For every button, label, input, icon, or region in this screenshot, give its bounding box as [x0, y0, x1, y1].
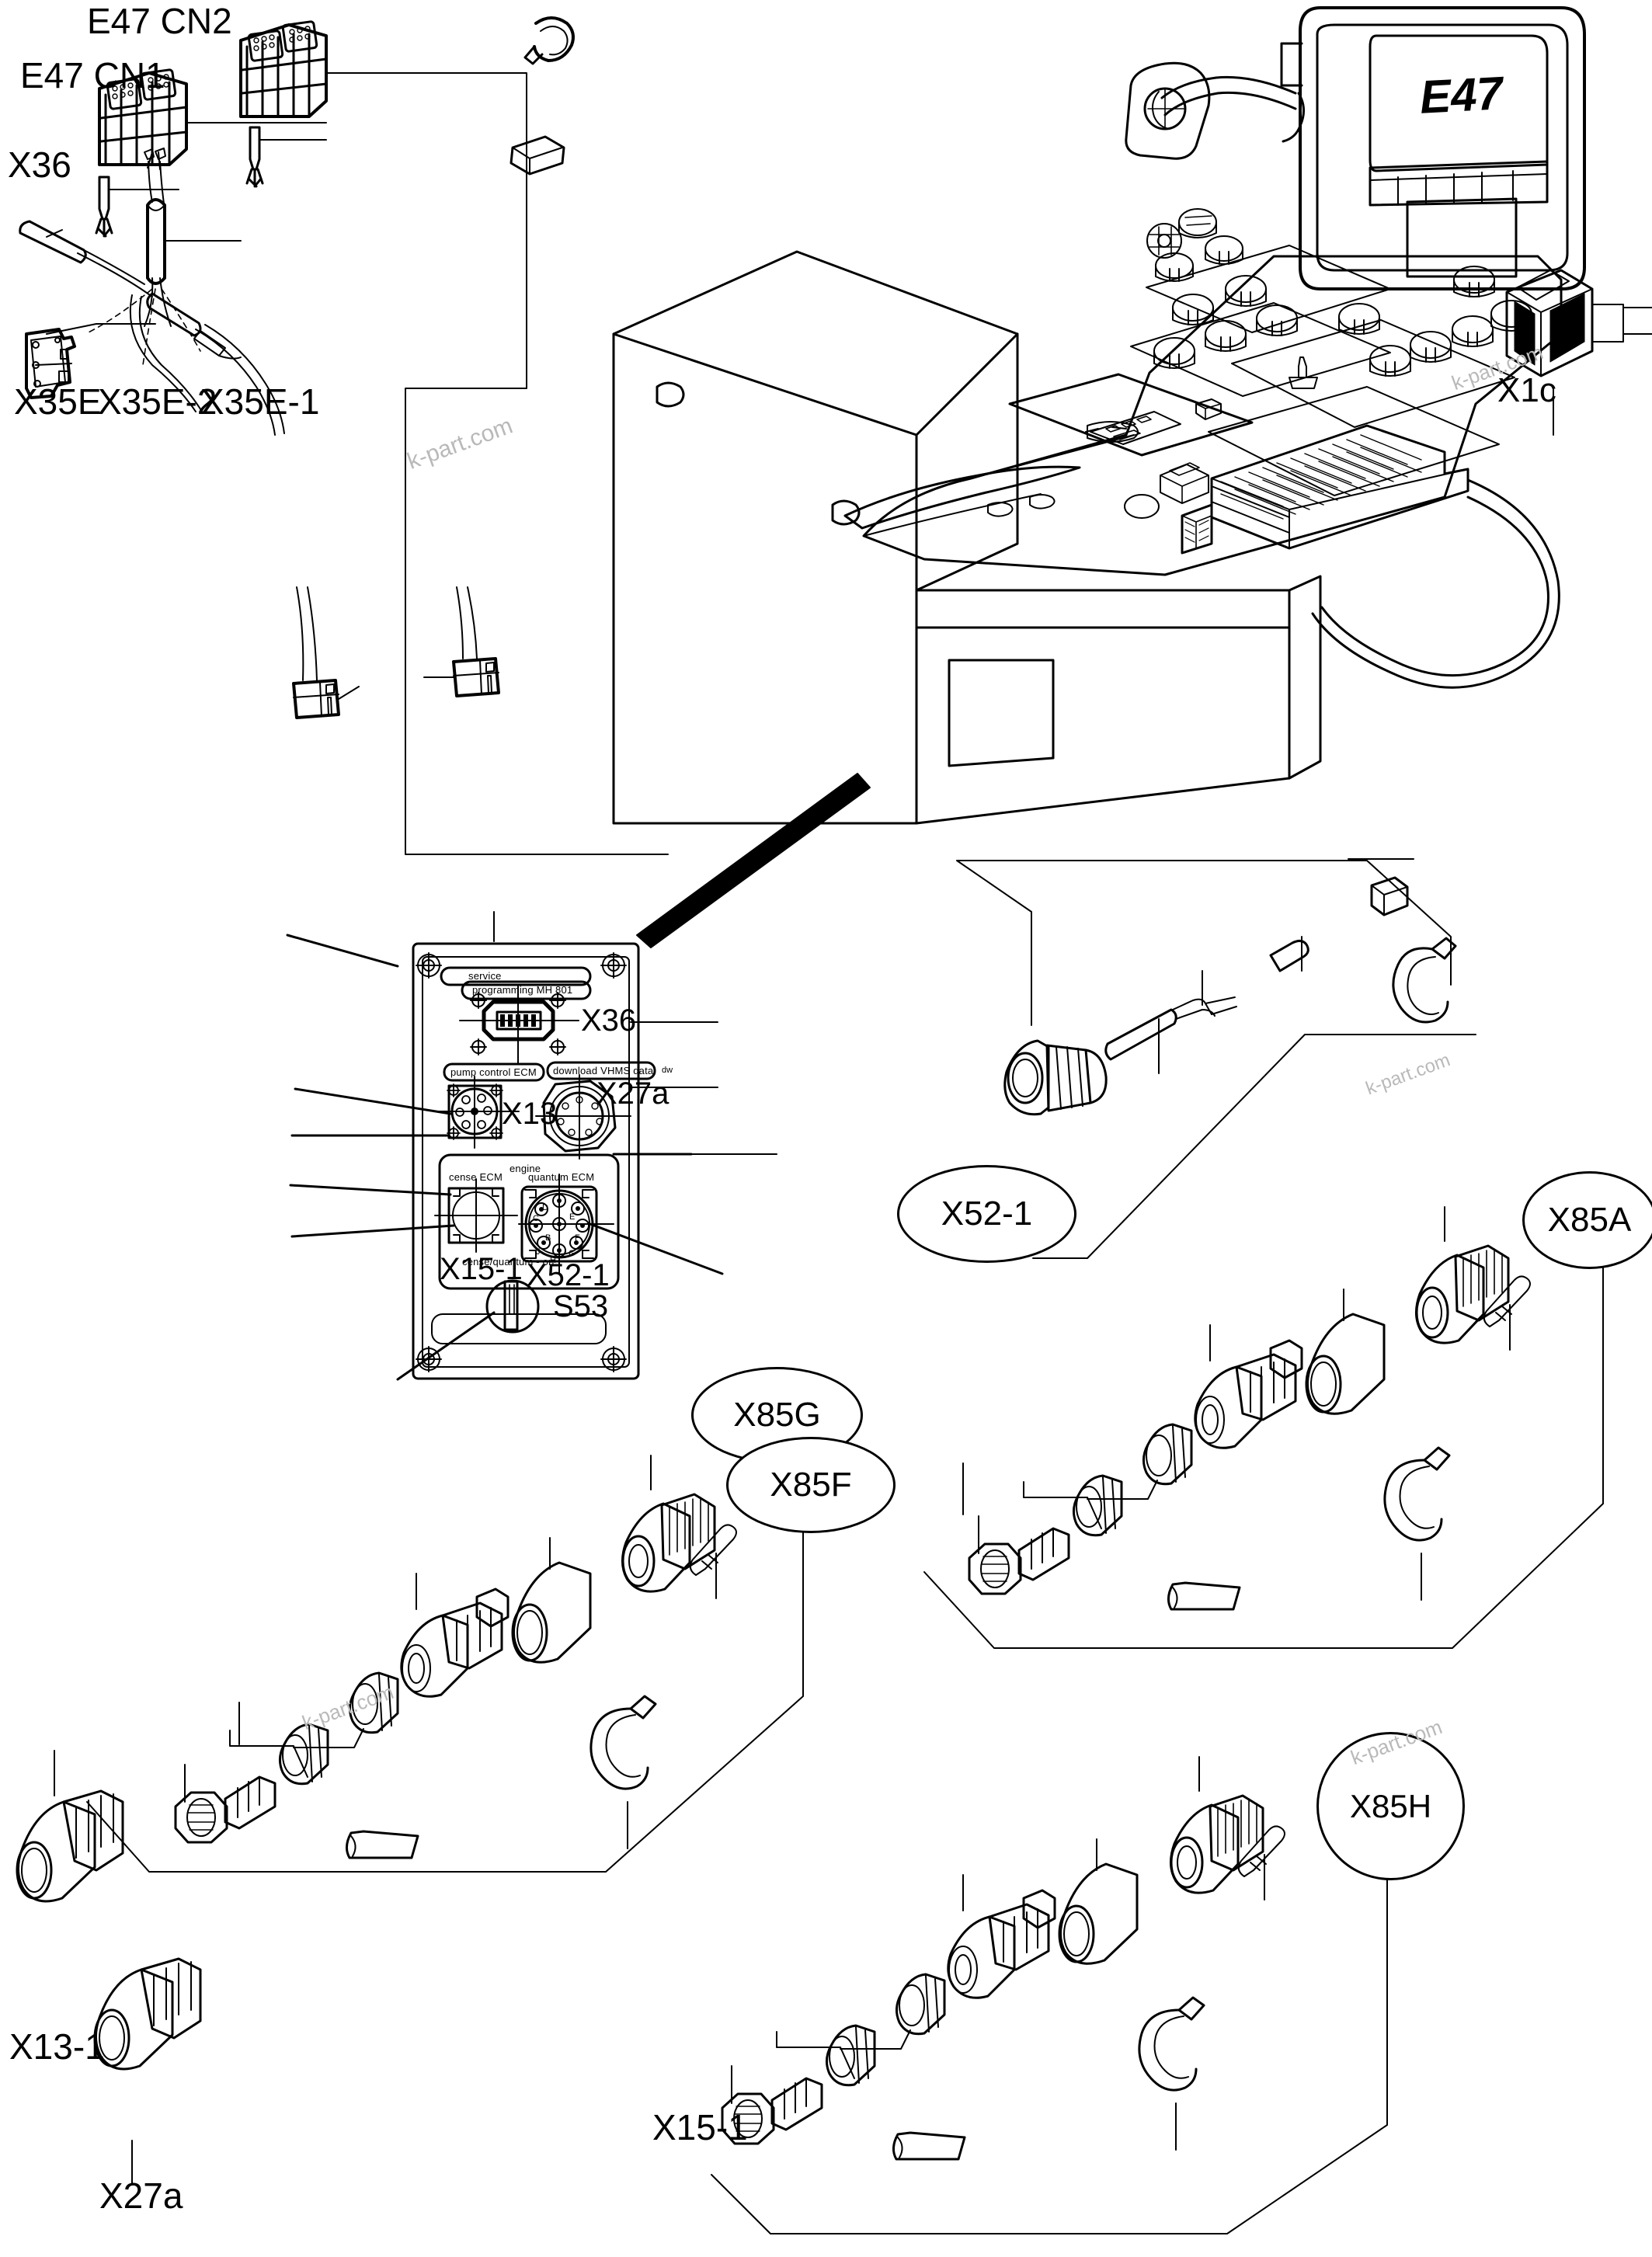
connector-e47-cn1 [98, 68, 223, 166]
label-x1c: X1c [1497, 371, 1556, 409]
bracket-x35e [25, 323, 97, 399]
control-panel-plate [412, 942, 656, 1380]
pin-letter-h: H [550, 1256, 556, 1265]
balloon-x52-1: X52-1 [897, 1165, 1076, 1263]
label-e47-cn2: E47 CN2 [87, 1, 232, 41]
panel-callout-arrow [636, 773, 871, 948]
console-cable [1311, 478, 1560, 689]
misc-hardware-right [1202, 876, 1457, 1024]
balloon-x85h: X85H [1316, 1732, 1465, 1880]
panel-label-engine: engine [510, 1163, 541, 1174]
terminal-pin-upper [245, 126, 288, 188]
panel-conn-label-s53: S53 [553, 1289, 609, 1323]
connector-x1c [1505, 269, 1652, 436]
panel-conn-label-x15-1: X15-1 [440, 1252, 523, 1286]
panel-label-cense-ecm: cense ECM [449, 1171, 503, 1183]
panel-conn-label-x27a: X27a [596, 1076, 669, 1111]
e47-display-housing [1280, 6, 1586, 290]
console-deck [843, 255, 1563, 576]
panel-label-download: download VHMS data [553, 1065, 654, 1076]
pin-letter-e: E [569, 1212, 576, 1222]
e47-model-text: E47 [1418, 67, 1504, 123]
pin-letter-c: C [533, 1214, 539, 1223]
mount-bracket-upper [510, 135, 565, 176]
label-x15-1-part: X15-1 [652, 2107, 748, 2147]
panel-label-pump-control: pump control ECM [450, 1066, 537, 1078]
pin-letter-f: F [575, 1233, 580, 1243]
wire-x35e-sleeve [19, 220, 285, 436]
wire-harness-x36 [85, 148, 201, 366]
panel-conn-label-x36: X36 [581, 1003, 637, 1038]
ribbon-connector-block [1181, 424, 1469, 555]
panel-label-service: service [468, 970, 502, 982]
assembly-x85g-x85f [174, 1455, 737, 1859]
panel-label-switch-note: cense/quantum - on [462, 1256, 555, 1268]
machine-cab-body [612, 250, 1322, 825]
pin-letter-d: D [542, 1203, 548, 1212]
panel-label-quantum-ecm: quantum ECM [528, 1171, 595, 1183]
pin-letter-g: G [569, 1249, 576, 1258]
balloon-x85f: X85F [726, 1437, 896, 1533]
label-x27a-part: X27a [99, 2175, 183, 2216]
part-x13-1 [16, 1750, 124, 1903]
label-x35e-1: X35E-1 [200, 381, 320, 422]
panel-conn-label-x52-1: X52-1 [527, 1258, 610, 1292]
part-x27a [93, 1957, 202, 2185]
panel-leader-lines [286, 934, 724, 1381]
connector-x35e-1 [423, 586, 500, 697]
label-x13-1-part: X13-1 [9, 2026, 105, 2067]
panel-label-programming: programming MH 801 [472, 984, 573, 996]
terminal-pin-lower [95, 176, 137, 238]
leader-frame-upper-left [96, 72, 669, 855]
label-x35e: X35E [14, 381, 102, 422]
pin-letter-j: J [536, 1247, 541, 1257]
assembly-x85h [721, 1756, 1285, 2161]
panel-label-download-suffix: dw [662, 1066, 673, 1075]
balloon-x85a: X85A [1522, 1171, 1652, 1269]
display-mount-arm [1125, 61, 1305, 160]
panel-conn-label-x13: X13 [502, 1097, 558, 1131]
label-x35e-2: X35E-2 [98, 381, 217, 422]
connector-x35e-2 [292, 586, 360, 719]
cable-clip-upper [523, 16, 575, 65]
leader-frames-lower [86, 858, 1604, 2234]
assembly-x85a [968, 1206, 1531, 1611]
label-x36-part: X36 [8, 144, 71, 185]
group-x52-1 [1003, 970, 1237, 1116]
pin-letter-b: B [545, 1233, 551, 1243]
label-e47-cn1: E47 CN1 [20, 55, 165, 96]
connector-e47-cn2 [239, 20, 363, 118]
